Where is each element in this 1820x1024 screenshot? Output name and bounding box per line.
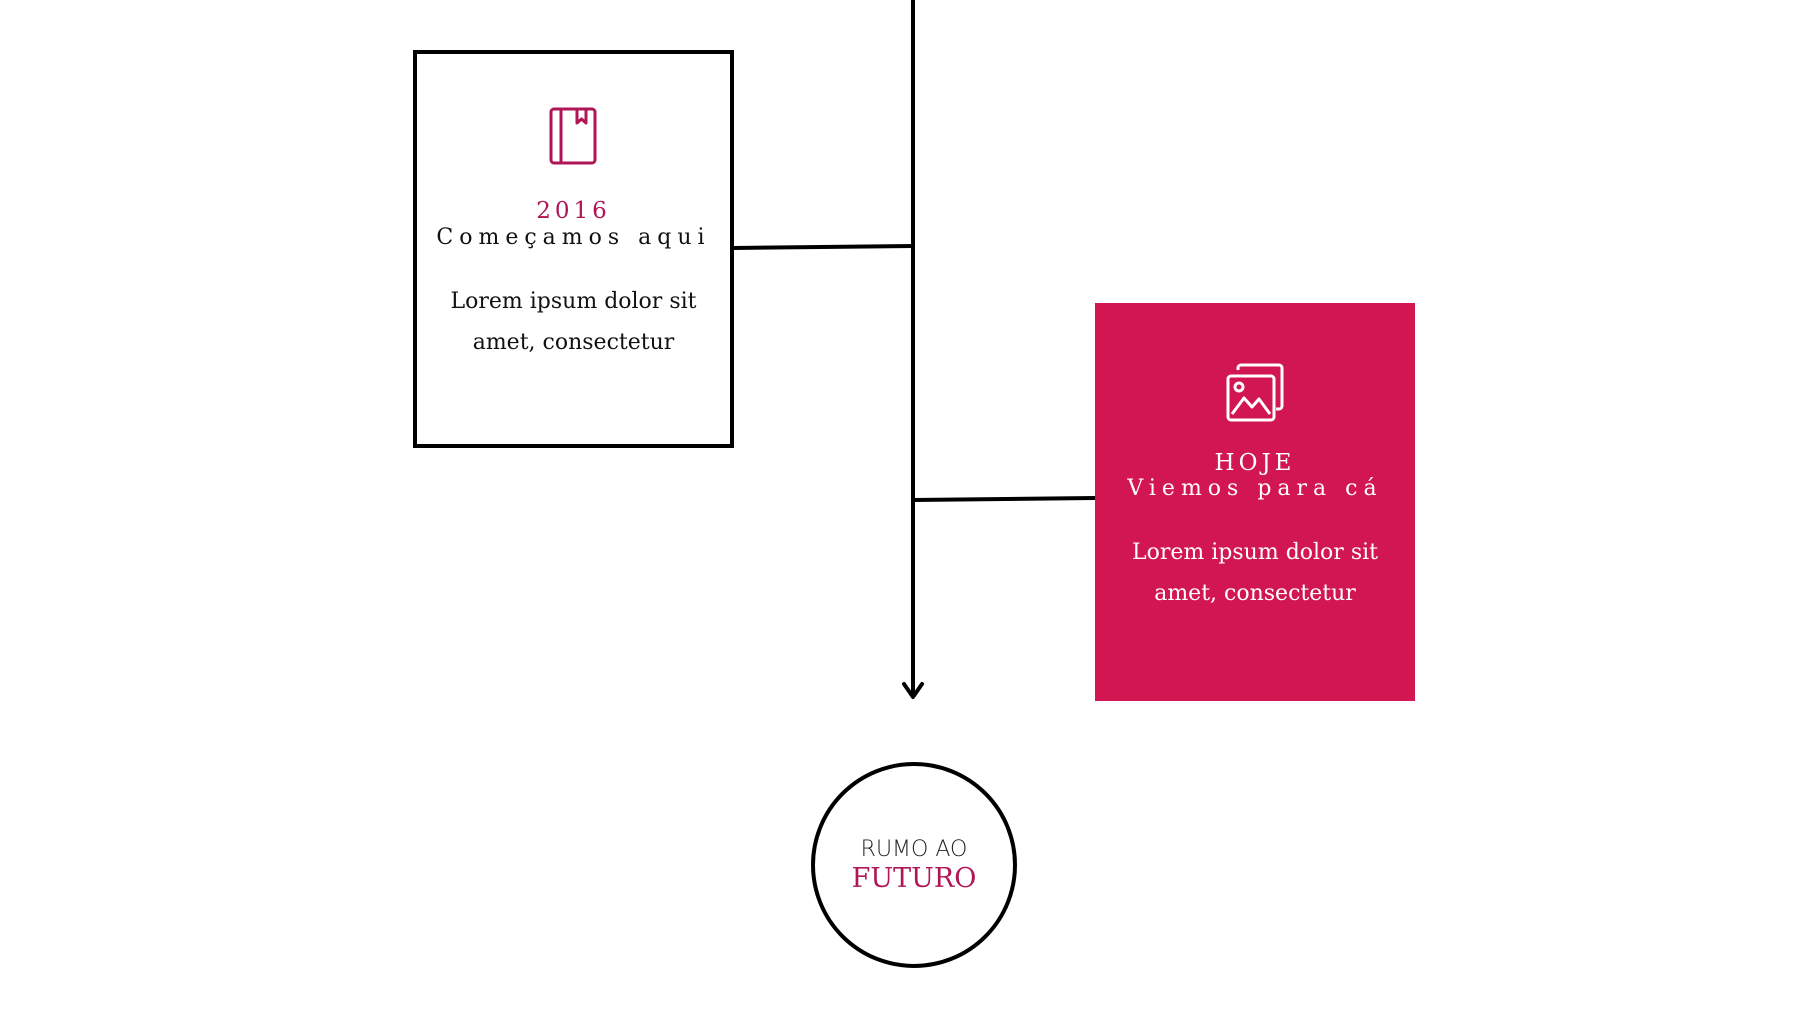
card-description: Lorem ipsum dolor sit amet, consectetur [427,281,720,363]
timeline-card-hoje: HOJE Viemos para cá Lorem ipsum dolor si… [1095,303,1415,701]
card-description: Lorem ipsum dolor sit amet, consectetur [1105,532,1405,614]
card-description-line: amet, consectetur [1154,581,1356,606]
connector-right [912,496,1096,502]
card-description-line: amet, consectetur [472,330,675,355]
card-title: Viemos para cá [1127,476,1383,501]
future-circle: RUMO AO FUTURO [811,762,1017,968]
connector-left [733,244,914,250]
card-year: 2016 [536,198,611,224]
card-year: HOJE [1214,450,1296,476]
card-description-line: Lorem ipsum dolor sit [450,289,697,314]
future-label-top: RUMO AO [860,837,968,862]
book-icon [548,106,600,166]
card-description-line: Lorem ipsum dolor sit [1132,540,1378,565]
card-title: Começamos aqui [436,225,711,250]
image-gallery-icon [1224,362,1286,424]
timeline-card-2016: 2016 Começamos aqui Lorem ipsum dolor si… [413,50,734,448]
future-label-bottom: FUTURO [851,863,977,894]
timeline-arrowhead [902,682,924,699]
